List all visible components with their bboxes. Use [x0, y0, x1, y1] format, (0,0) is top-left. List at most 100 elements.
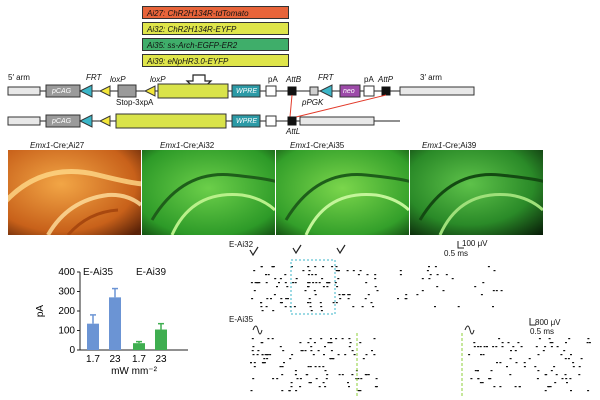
- spike-mark: [252, 354, 255, 356]
- bar: [155, 329, 167, 350]
- spike-mark: [260, 302, 262, 304]
- spike-mark: [479, 346, 482, 348]
- spike-mark: [357, 378, 360, 380]
- attb-label: AttB: [286, 75, 302, 84]
- spike-mark: [256, 282, 259, 284]
- spike-mark: [329, 342, 332, 344]
- spike-mark: [371, 350, 373, 352]
- spike-mark: [276, 378, 279, 380]
- scale-bar-icon: [529, 318, 536, 326]
- waveform-icon: [292, 244, 302, 255]
- spike-mark: [279, 346, 282, 348]
- spike-mark: [294, 370, 297, 372]
- spike-mark: [351, 374, 354, 376]
- spike-mark: [474, 286, 477, 288]
- spike-mark: [495, 290, 498, 292]
- spike-mark: [266, 354, 269, 356]
- spike-mark: [428, 278, 431, 280]
- spike-mark: [509, 374, 512, 376]
- spike-mark: [262, 362, 264, 364]
- spike-mark: [263, 358, 266, 360]
- spike-mark: [501, 346, 504, 348]
- spike-mark: [327, 342, 330, 344]
- spike-mark: [499, 386, 502, 388]
- spike-mark: [287, 298, 289, 300]
- ppgk-label: pPGK: [302, 98, 324, 107]
- spike-mark: [273, 294, 276, 296]
- spike-mark: [265, 354, 268, 356]
- spike-mark: [352, 270, 355, 272]
- spike-mark: [330, 350, 333, 352]
- pcag-label: pCAG: [52, 88, 72, 95]
- spike-mark: [324, 346, 326, 348]
- spike-mark: [281, 374, 284, 376]
- spike-mark: [335, 266, 338, 268]
- spike-mark: [587, 390, 590, 392]
- spike-mark: [263, 362, 266, 364]
- scale-voltage-2: 800 μV: [535, 318, 561, 327]
- spike-mark: [445, 274, 448, 276]
- spike-mark: [523, 362, 526, 364]
- spike-mark: [483, 346, 486, 348]
- spike-mark: [572, 362, 575, 364]
- spike-mark: [265, 274, 267, 276]
- spike-mark: [308, 282, 311, 284]
- spike-mark: [544, 346, 547, 348]
- spike-mark: [322, 266, 325, 268]
- spike-mark: [320, 338, 323, 340]
- spike-mark: [331, 266, 334, 268]
- spike-mark: [323, 354, 325, 356]
- image-caption-2: Emx1-Cre;Ai35: [290, 141, 345, 150]
- spike-mark: [538, 338, 541, 340]
- spike-mark: [399, 274, 402, 276]
- spike-mark: [284, 306, 287, 308]
- spike-mark: [374, 274, 377, 276]
- stop-label: Stop-3xpA: [116, 98, 154, 107]
- spike-mark: [341, 338, 344, 340]
- spike-mark: [482, 282, 485, 284]
- spike-mark: [343, 294, 346, 296]
- spike-mark: [256, 354, 259, 356]
- spike-mark: [563, 350, 566, 352]
- arm3-box-2: [299, 116, 375, 126]
- spike-mark: [281, 390, 284, 392]
- spike-mark: [373, 338, 376, 340]
- spike-mark: [506, 366, 508, 368]
- spike-mark: [348, 346, 351, 348]
- spike-mark: [480, 294, 483, 296]
- spike-mark: [501, 342, 504, 344]
- opsin-box-2: [115, 113, 227, 129]
- spike-mark: [578, 366, 581, 368]
- spike-mark: [551, 342, 554, 344]
- pa-box-2: [363, 85, 375, 97]
- spike-mark: [296, 378, 299, 380]
- pcag-label-2: pCAG: [52, 118, 72, 125]
- spike-mark: [335, 302, 338, 304]
- spike-mark: [428, 266, 430, 268]
- spike-mark: [498, 338, 501, 340]
- spike-mark: [482, 354, 485, 356]
- spike-mark: [542, 350, 545, 352]
- spike-mark: [314, 366, 317, 368]
- brain-image-ai39: [410, 150, 543, 235]
- spike-mark: [517, 342, 520, 344]
- frt-triangle-3: [78, 114, 93, 128]
- spike-mark: [500, 290, 503, 292]
- spike-mark: [374, 286, 377, 288]
- spike-mark: [364, 298, 367, 300]
- spike-mark: [330, 338, 332, 340]
- spike-mark: [308, 298, 311, 300]
- attl-box: [287, 116, 297, 126]
- spike-mark: [348, 386, 350, 388]
- spike-mark: [426, 270, 429, 272]
- spike-mark: [564, 374, 567, 376]
- spike-mark: [477, 370, 479, 372]
- spike-mark: [549, 386, 552, 388]
- scale-time-2: 0.5 ms: [530, 327, 555, 336]
- spike-mark: [550, 370, 553, 372]
- arm3-label: 3′ arm: [420, 73, 442, 82]
- spike-mark: [322, 382, 325, 384]
- spike-mark: [327, 282, 330, 284]
- pa-box-3: [265, 115, 277, 127]
- spike-mark: [588, 342, 591, 344]
